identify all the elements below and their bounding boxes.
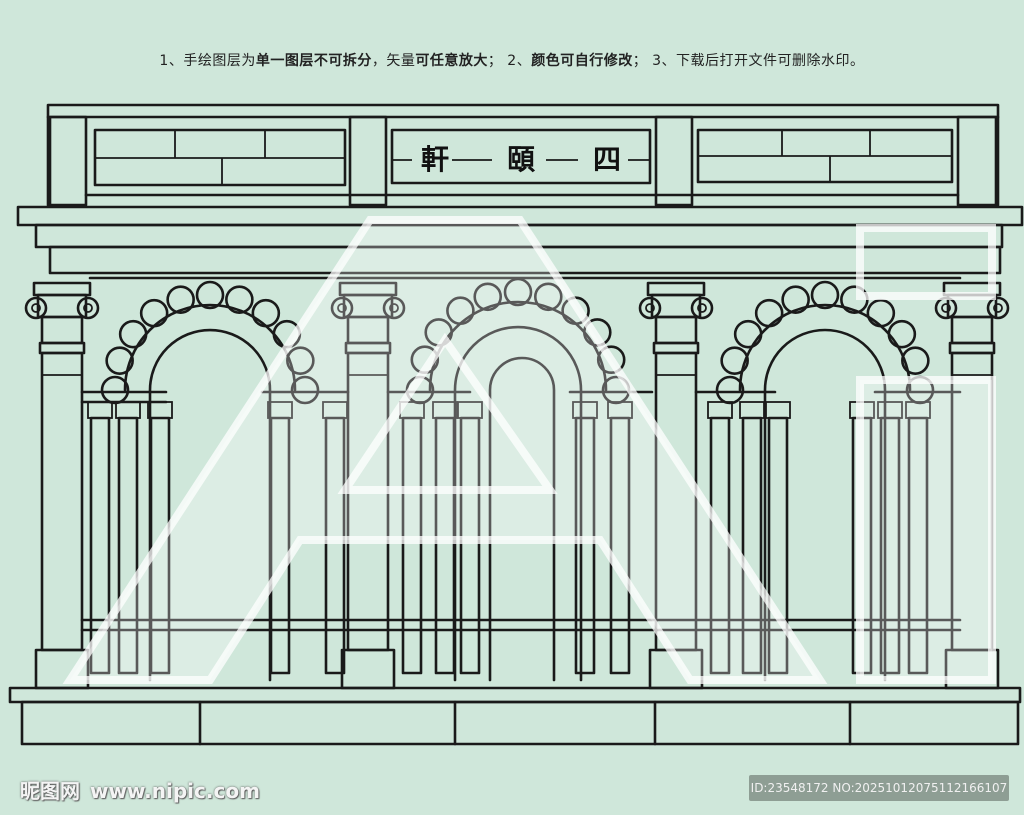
arch-scallop [715,375,745,405]
notice-text: 1、手绘图层为 [159,53,256,69]
sign-char: 軒 [420,143,449,176]
notice-text: ，矢量 [371,53,416,69]
signboard: 軒 頤 四 [392,136,650,180]
arch-scallop [781,285,810,314]
inner-column [87,401,113,675]
inner-column [432,401,458,675]
arch-scallop [286,346,315,375]
arch-scallop [596,345,626,375]
notice-text: 单一图层不可拆分 [255,53,372,69]
inner-column [322,401,348,675]
inner-column [607,401,633,675]
inner-column [905,401,931,675]
arch-scallop [290,375,320,405]
arch-scallop [195,280,225,310]
arch-scallop [720,346,749,375]
inner-column [267,401,293,675]
arch-scallop [166,285,195,314]
sign-char: 頤 [506,143,535,176]
notice-text: ； 2、 [487,53,532,69]
arch-scallop [754,298,784,328]
inner-column [572,401,598,675]
plinth [8,686,1022,746]
arch-scallop [901,346,930,375]
notice-text: ； 3、下载后打开文件可删除水印。 [632,53,865,69]
image-id-badge: ID:23548172 NO:20251012075112166107 [749,775,1009,801]
logo-text: 昵图网 [20,779,80,803]
column [24,281,100,690]
arch-scallop [561,296,590,326]
sign-char: 四 [592,143,621,176]
arch-scallop [139,298,169,328]
inner-column [147,401,173,675]
arch-scallop [503,277,533,307]
inner-column [765,401,791,675]
arch-scallop [866,298,896,328]
inner-column [115,401,141,675]
screens [80,390,962,632]
inner-column [877,401,903,675]
inner-column [739,401,765,675]
arch-scallop [118,319,148,349]
arch-scallop [446,296,475,326]
attic [46,103,1000,207]
arch-scallop [887,319,917,349]
arch-scallop [810,280,840,310]
logo-site: www.nipic.com [90,779,260,803]
inner-column [457,401,483,675]
arch-scallop [105,346,134,375]
notice-text: 颜色可自行修改 [531,53,633,69]
instruction-notice: 1、手绘图层为单一图层不可拆分，矢量可任意放大； 2、颜色可自行修改； 3、下载… [0,50,1024,70]
columns [24,281,1010,690]
arch-scallop [533,282,563,312]
arch-scallop [733,319,763,349]
arch-scallop [251,298,281,328]
nipic-logo: 昵图网 www.nipic.com [20,775,270,804]
watermark-ai-logo [62,216,996,684]
notice-text: 可任意放大 [415,53,488,69]
column [330,281,406,690]
arch-scallop [225,285,254,314]
column [638,281,714,690]
arch-scallop [473,282,503,312]
